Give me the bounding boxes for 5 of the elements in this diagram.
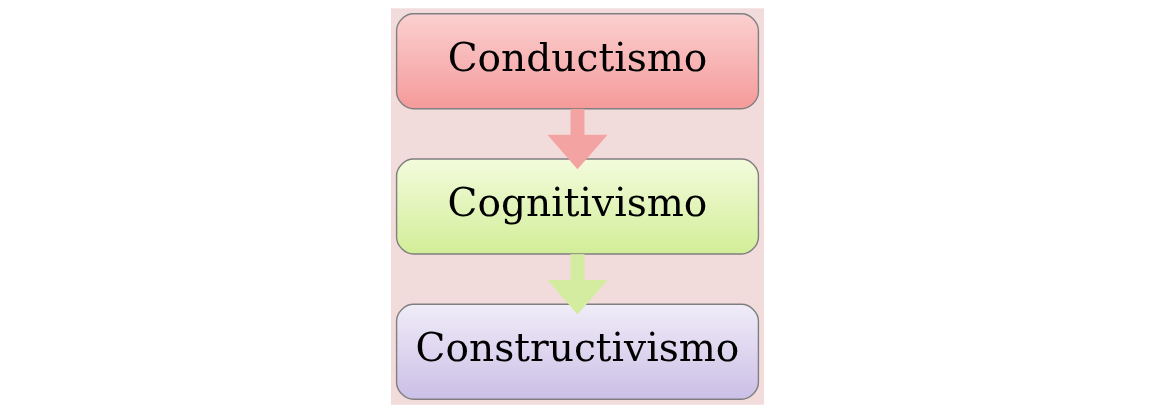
- arrow: [546, 108, 608, 170]
- node-box: Conductismo: [395, 13, 759, 110]
- arrow: [546, 254, 608, 315]
- node-box: Constructivismo: [395, 303, 759, 400]
- node-box: Cognitivismo: [395, 158, 759, 255]
